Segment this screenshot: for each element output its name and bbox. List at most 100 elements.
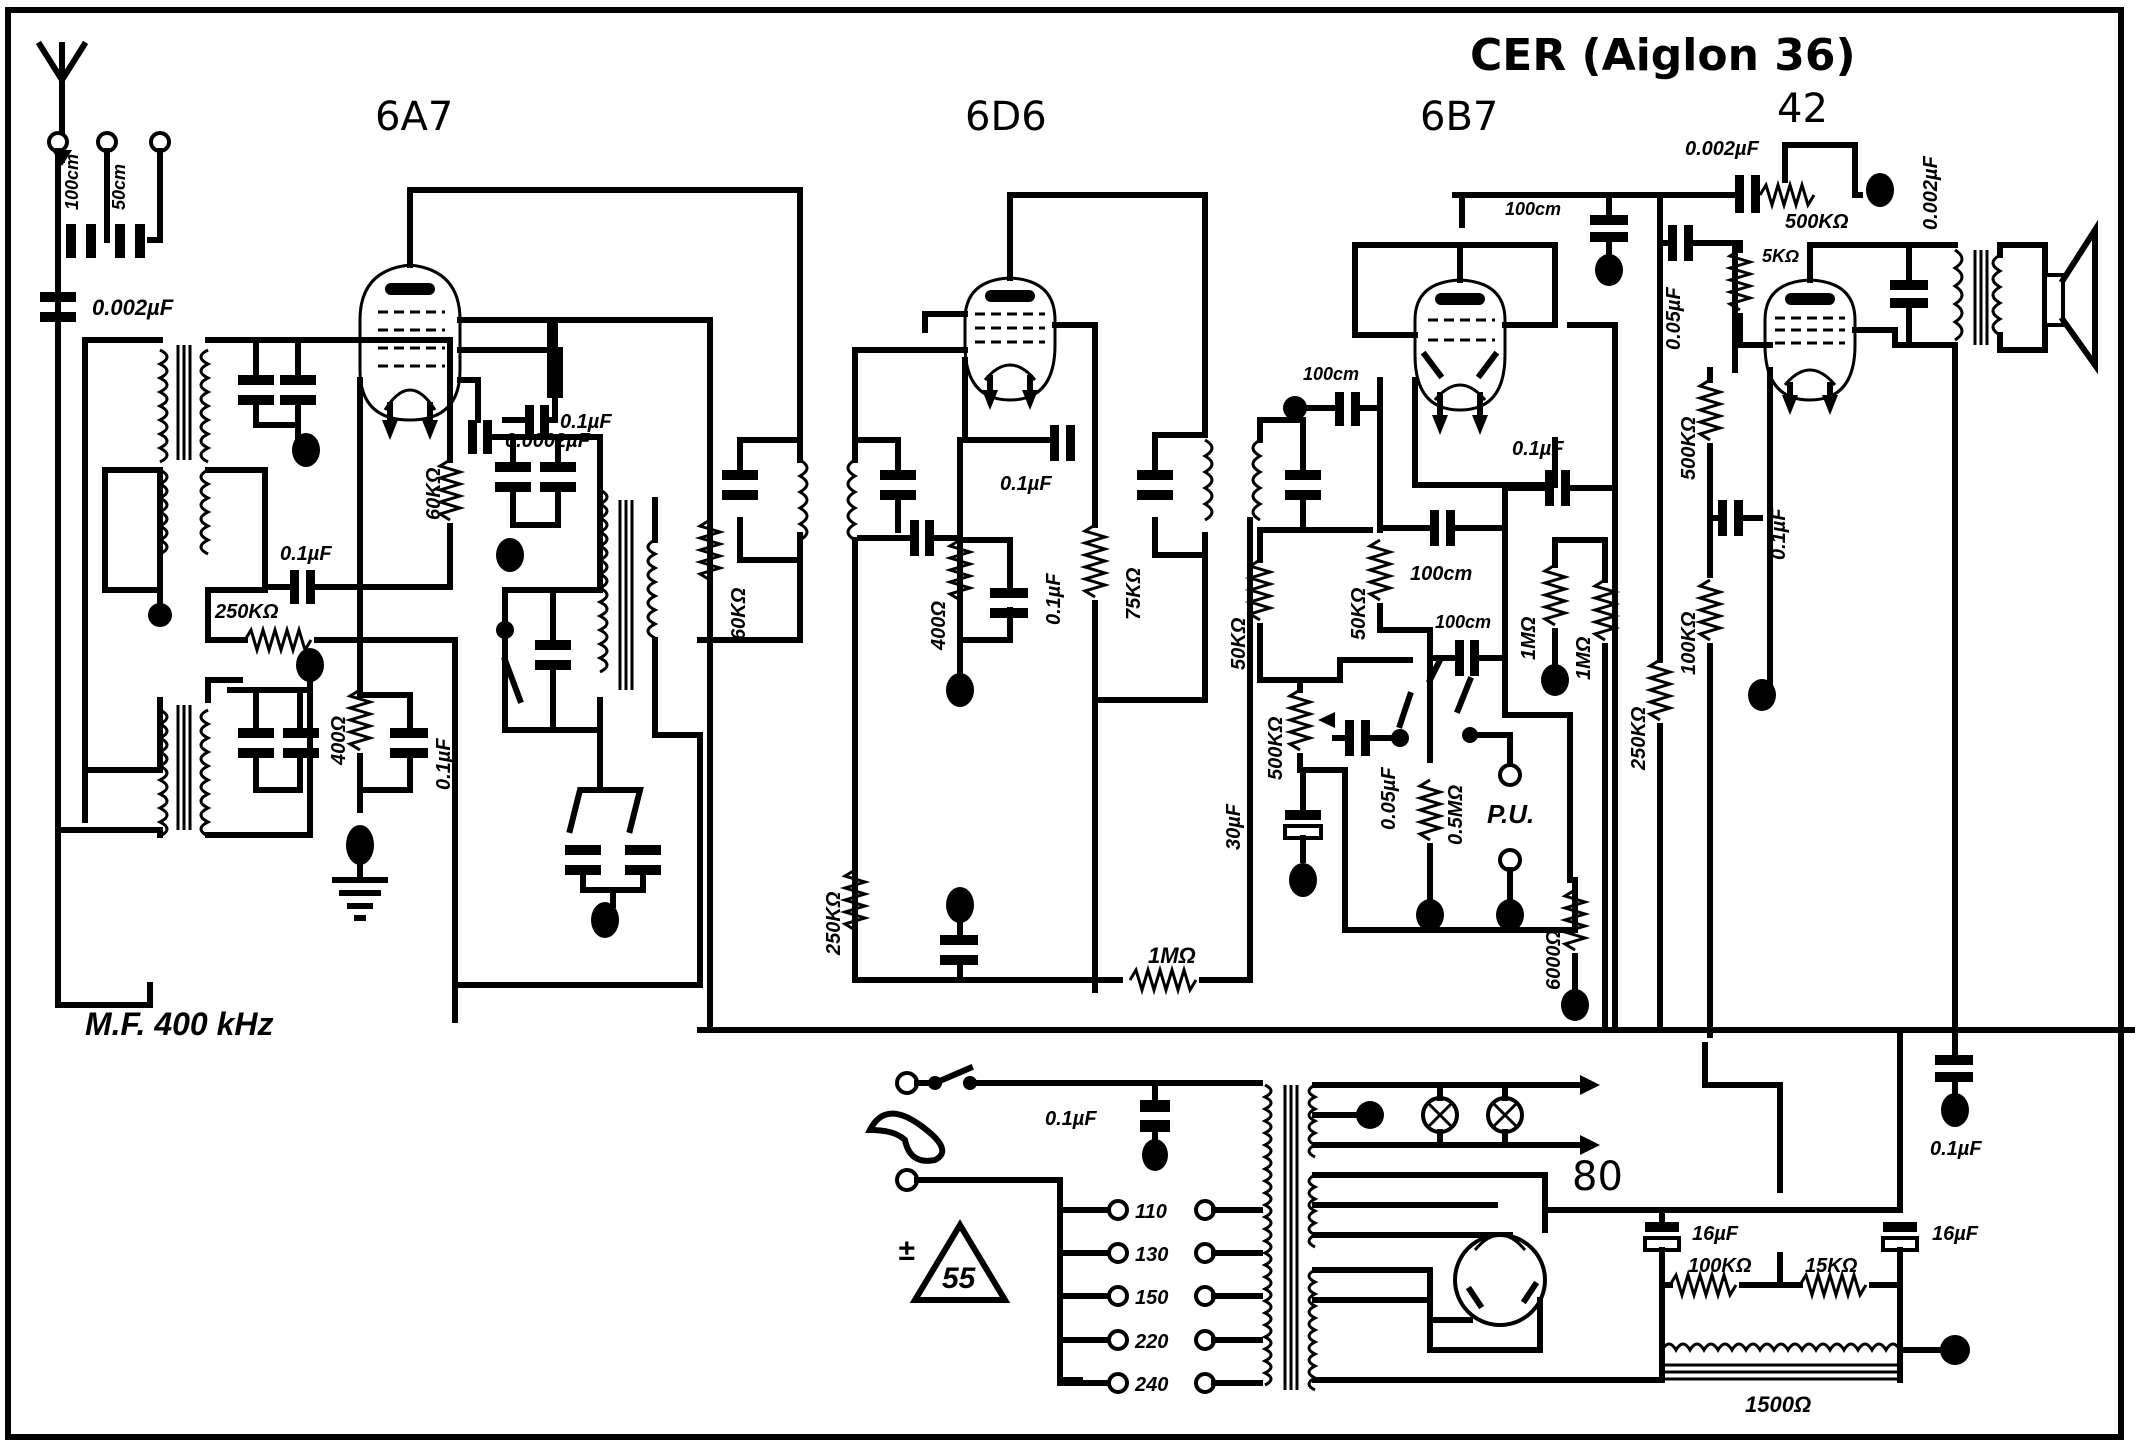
power-transformer bbox=[1261, 1083, 1319, 1392]
voltage-selector[interactable] bbox=[1107, 1199, 1216, 1394]
label-0.5M: 0.5MΩ bbox=[1445, 785, 1467, 845]
label-15k-bleeder: 15KΩ bbox=[1805, 1255, 1858, 1277]
label-100cm-diode: 100cm bbox=[1303, 364, 1359, 384]
capacitor-6a7-screen bbox=[525, 405, 549, 435]
label-0.1uF-6d6-screen: 0.1µF bbox=[1000, 473, 1052, 495]
resistor-250k bbox=[243, 624, 313, 656]
tone-potentiometer[interactable] bbox=[1758, 179, 1816, 211]
antenna-coupling-cap-label: 0.002µF bbox=[92, 295, 174, 320]
resistor-100k-42 bbox=[1694, 578, 1726, 642]
if-transformer-1 bbox=[722, 437, 916, 563]
tuning-capacitor-osc bbox=[495, 434, 576, 528]
capacitor-avc bbox=[940, 922, 978, 983]
capacitor-6d6-screen bbox=[1050, 425, 1075, 461]
tap-terminal-220[interactable] bbox=[1107, 1329, 1129, 1351]
capacitor-0.002uF-plate bbox=[1890, 242, 1928, 348]
label-1m-grid2: 1MΩ bbox=[1573, 636, 1595, 680]
resistor-500k-42 bbox=[1694, 378, 1726, 442]
capacitor-100cm-avc bbox=[1455, 640, 1479, 676]
tap-label-110: 110 bbox=[1135, 1201, 1167, 1223]
tap-label-240: 240 bbox=[1134, 1374, 1168, 1396]
capacitor-0.002uF-tone bbox=[1735, 175, 1760, 213]
if-transformer-2 bbox=[1137, 417, 1321, 558]
label-0.05uF-coupling: 0.05µF bbox=[1378, 767, 1400, 830]
capacitor-hv-bypass bbox=[1935, 1032, 1973, 1098]
tap-terminal-150[interactable] bbox=[1107, 1285, 1129, 1307]
ganged-tuning-capacitor bbox=[565, 787, 661, 908]
ground-icon bbox=[332, 862, 388, 921]
resistor-60k-plate bbox=[694, 518, 726, 582]
resistor-60k-osc bbox=[434, 458, 466, 522]
ground-dot bbox=[292, 433, 320, 467]
label-0.1uF-cathode-6a7: 0.1µF bbox=[433, 738, 455, 790]
tap-label-150: 150 bbox=[1135, 1287, 1168, 1309]
tube-42 bbox=[1763, 278, 1857, 415]
osc-transformer-2 bbox=[596, 488, 659, 690]
capacitor-6b7-diode bbox=[1335, 392, 1360, 426]
label-0.1uF-grid: 0.1µF bbox=[280, 543, 332, 565]
pilot-lamp-1 bbox=[1421, 1082, 1459, 1148]
label-50k-load: 50KΩ bbox=[1348, 587, 1370, 640]
label-0.1uF-mains: 0.1µF bbox=[1045, 1108, 1097, 1130]
tuning-capacitor-2 bbox=[238, 687, 319, 793]
resistor-250k-plate bbox=[1644, 658, 1676, 722]
capacitor-0.1uF-42 bbox=[1718, 500, 1743, 536]
label-30uF: 30µF bbox=[1223, 803, 1245, 850]
label-6000ohm: 6000Ω bbox=[1543, 930, 1565, 990]
capacitor-0.05uF-42 bbox=[1668, 225, 1693, 261]
label-0.1uF-hv: 0.1µF bbox=[1930, 1138, 1982, 1160]
label-100cm-grid: 100cm bbox=[1410, 563, 1472, 585]
filter-choke bbox=[1660, 1342, 1902, 1381]
tap-terminal-130[interactable] bbox=[1107, 1242, 1129, 1264]
label-250k-avc: 250KΩ bbox=[823, 891, 845, 956]
pilot-lamp-2 bbox=[1486, 1082, 1524, 1148]
capacitor-16uF-2 bbox=[1881, 1222, 1919, 1383]
resistor-1m-avc bbox=[1128, 964, 1198, 996]
power-switch[interactable] bbox=[931, 1064, 974, 1087]
tube-label-6a7: 6A7 bbox=[375, 94, 453, 140]
label-5k: 5KΩ bbox=[1762, 246, 1799, 266]
antenna-tap-50cm: 50cm bbox=[109, 164, 129, 210]
label-250k: 250KΩ bbox=[214, 601, 279, 623]
if-frequency-label: M.F. 400 kHz bbox=[85, 1006, 274, 1042]
label-100cm-avc: 100cm bbox=[1435, 612, 1491, 632]
tap-terminal-240[interactable] bbox=[1107, 1372, 1129, 1394]
label-500k-pot: 500KΩ bbox=[1265, 716, 1287, 780]
label-0.002uF-tone: 0.002µF bbox=[1685, 138, 1760, 160]
tap-terminal-110[interactable] bbox=[1107, 1199, 1129, 1221]
resistor-1m-grid1 bbox=[1539, 563, 1571, 627]
tube-6d6 bbox=[963, 276, 1057, 410]
label-1m-avc: 1MΩ bbox=[1148, 943, 1196, 968]
resistor-400-cathode-6a7 bbox=[344, 688, 376, 752]
resistor-6000 bbox=[1559, 888, 1591, 952]
resistor-250k-avc bbox=[839, 868, 871, 932]
label-0.05uF-42: 0.05µF bbox=[1663, 287, 1685, 350]
rf-transformer-1 bbox=[156, 345, 212, 556]
capacitor-100cm-plate bbox=[1590, 192, 1628, 258]
resistor-50k-diode bbox=[1244, 558, 1276, 622]
label-0.002uF-plate: 0.002µF bbox=[1920, 155, 1942, 230]
resistor-75k bbox=[1079, 523, 1111, 599]
label-60k-plate: 60KΩ bbox=[728, 587, 750, 640]
rectifier-tube-80 bbox=[1453, 1233, 1547, 1327]
label-500k-tone: 500KΩ bbox=[1785, 211, 1849, 233]
label-500k-42: 500KΩ bbox=[1678, 416, 1700, 480]
tap-label-130: 130 bbox=[1135, 1244, 1168, 1266]
pickup-terminal-1[interactable] bbox=[1498, 763, 1522, 787]
wave-switch-1 bbox=[501, 656, 524, 704]
resistor-1m-grid2 bbox=[1589, 578, 1621, 642]
resistor-50k-load bbox=[1364, 538, 1396, 602]
tap-label-220: 220 bbox=[1134, 1331, 1168, 1353]
label-16uF-2: 16µF bbox=[1932, 1223, 1979, 1245]
tube-label-80: 80 bbox=[1572, 1154, 1623, 1200]
label-16uF-1: 16µF bbox=[1692, 1223, 1739, 1245]
tube-label-6d6: 6D6 bbox=[965, 94, 1047, 140]
volume-potentiometer[interactable] bbox=[1284, 688, 1316, 752]
antenna-capacitor-bank bbox=[66, 224, 145, 258]
tuning-capacitor-1 bbox=[238, 337, 316, 443]
resistor-5k bbox=[1724, 248, 1756, 312]
capacitor-0.05uF-coupling bbox=[1345, 720, 1370, 756]
resistor-15k-bleeder bbox=[1798, 1269, 1868, 1301]
label-1m-grid1: 1MΩ bbox=[1518, 616, 1540, 660]
badge-value: 55 bbox=[942, 1262, 977, 1295]
